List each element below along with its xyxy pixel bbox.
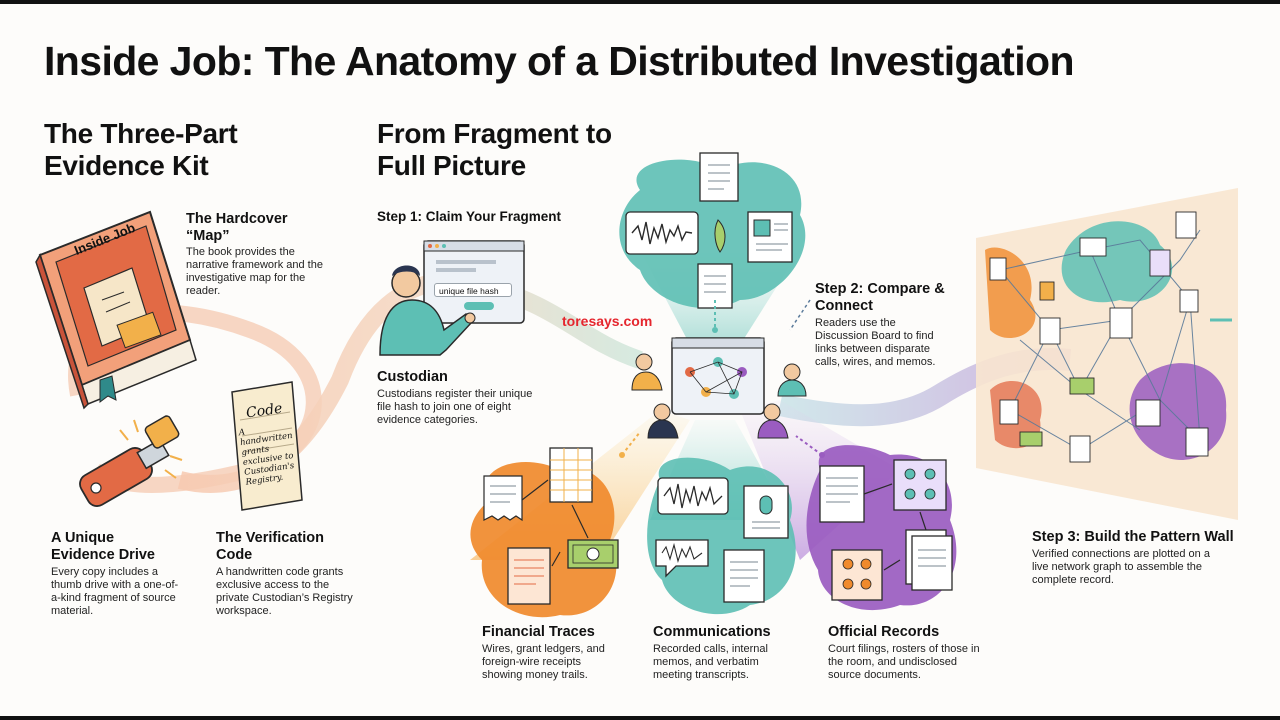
money-icon: [567, 539, 619, 569]
custodian-body: Custodians register their unique file ha…: [377, 388, 533, 426]
document-icon: [697, 263, 733, 309]
ledger-icon: [549, 447, 593, 503]
thumb-drive-icon: [79, 415, 183, 507]
id-card-icon: [747, 211, 793, 263]
kit-heading: The Three-Part Evidence Kit: [44, 118, 238, 181]
person-icon: [631, 353, 663, 391]
file-hash-field: unique file hash: [434, 283, 512, 297]
step3-body: Verified connections are plotted on a li…: [1032, 548, 1210, 586]
person-icon: [757, 403, 789, 439]
group-icon: [831, 549, 883, 601]
flow-heading: From Fragment to Full Picture: [377, 118, 612, 181]
category-communications-title: Communications: [653, 624, 771, 640]
discussion-board-icon: [671, 337, 765, 415]
category-financial-body: Wires, grant ledgers, and foreign-wire r…: [482, 643, 605, 681]
claim-screen: [423, 240, 525, 324]
hardcover-body: The book provides the narrative framewor…: [186, 246, 323, 297]
page-title: Inside Job: The Anatomy of a Distributed…: [44, 38, 1075, 84]
drive-title: A Unique Evidence Drive: [51, 530, 155, 563]
audio-wave-icon: [655, 539, 709, 578]
verification-title: The Verification Code: [216, 530, 324, 563]
bottom-border: [0, 716, 1280, 720]
code-card-text: A handwritten grants exclusive to Custod…: [238, 427, 295, 488]
code-card-icon: [231, 381, 303, 511]
step1-label: Step 1: Claim Your Fragment: [377, 209, 562, 224]
drive-body: Every copy includes a thumb drive with a…: [51, 566, 179, 617]
step2-body: Readers use the Discussion Board to find…: [815, 317, 936, 368]
category-official-body: Court filings, rosters of those in the r…: [828, 643, 980, 681]
document-icon: [699, 152, 739, 202]
top-border: [0, 0, 1280, 4]
pin-icon: [714, 219, 726, 253]
group-icon: [893, 459, 947, 511]
document-icon: [819, 465, 865, 523]
receipt-icon: [507, 547, 551, 605]
audio-wave-icon: [625, 211, 699, 255]
person-icon: [647, 403, 679, 439]
document-icon: [905, 529, 953, 591]
category-communications-body: Recorded calls, internal memos, and verb…: [653, 643, 768, 681]
custodian-title: Custodian: [377, 369, 448, 385]
document-icon: [743, 485, 789, 539]
blob-top: [619, 159, 806, 309]
category-financial-title: Financial Traces: [482, 624, 595, 640]
book-icon: [35, 210, 197, 410]
hardcover-title: The Hardcover “Map”: [186, 211, 288, 244]
audio-wave-icon: [657, 477, 729, 515]
verification-body: A handwritten code grants exclusive acce…: [216, 566, 353, 617]
network-graph-icon: [976, 188, 1238, 520]
watermark: toresays.com: [562, 313, 653, 329]
receipt-icon: [483, 475, 523, 522]
step2-title: Step 2: Compare & Connect: [815, 281, 945, 314]
category-official-title: Official Records: [828, 624, 940, 640]
step3-title: Step 3: Build the Pattern Wall: [1032, 529, 1234, 545]
person-icon: [777, 363, 807, 397]
document-icon: [723, 549, 765, 603]
person-icon: [379, 265, 476, 356]
